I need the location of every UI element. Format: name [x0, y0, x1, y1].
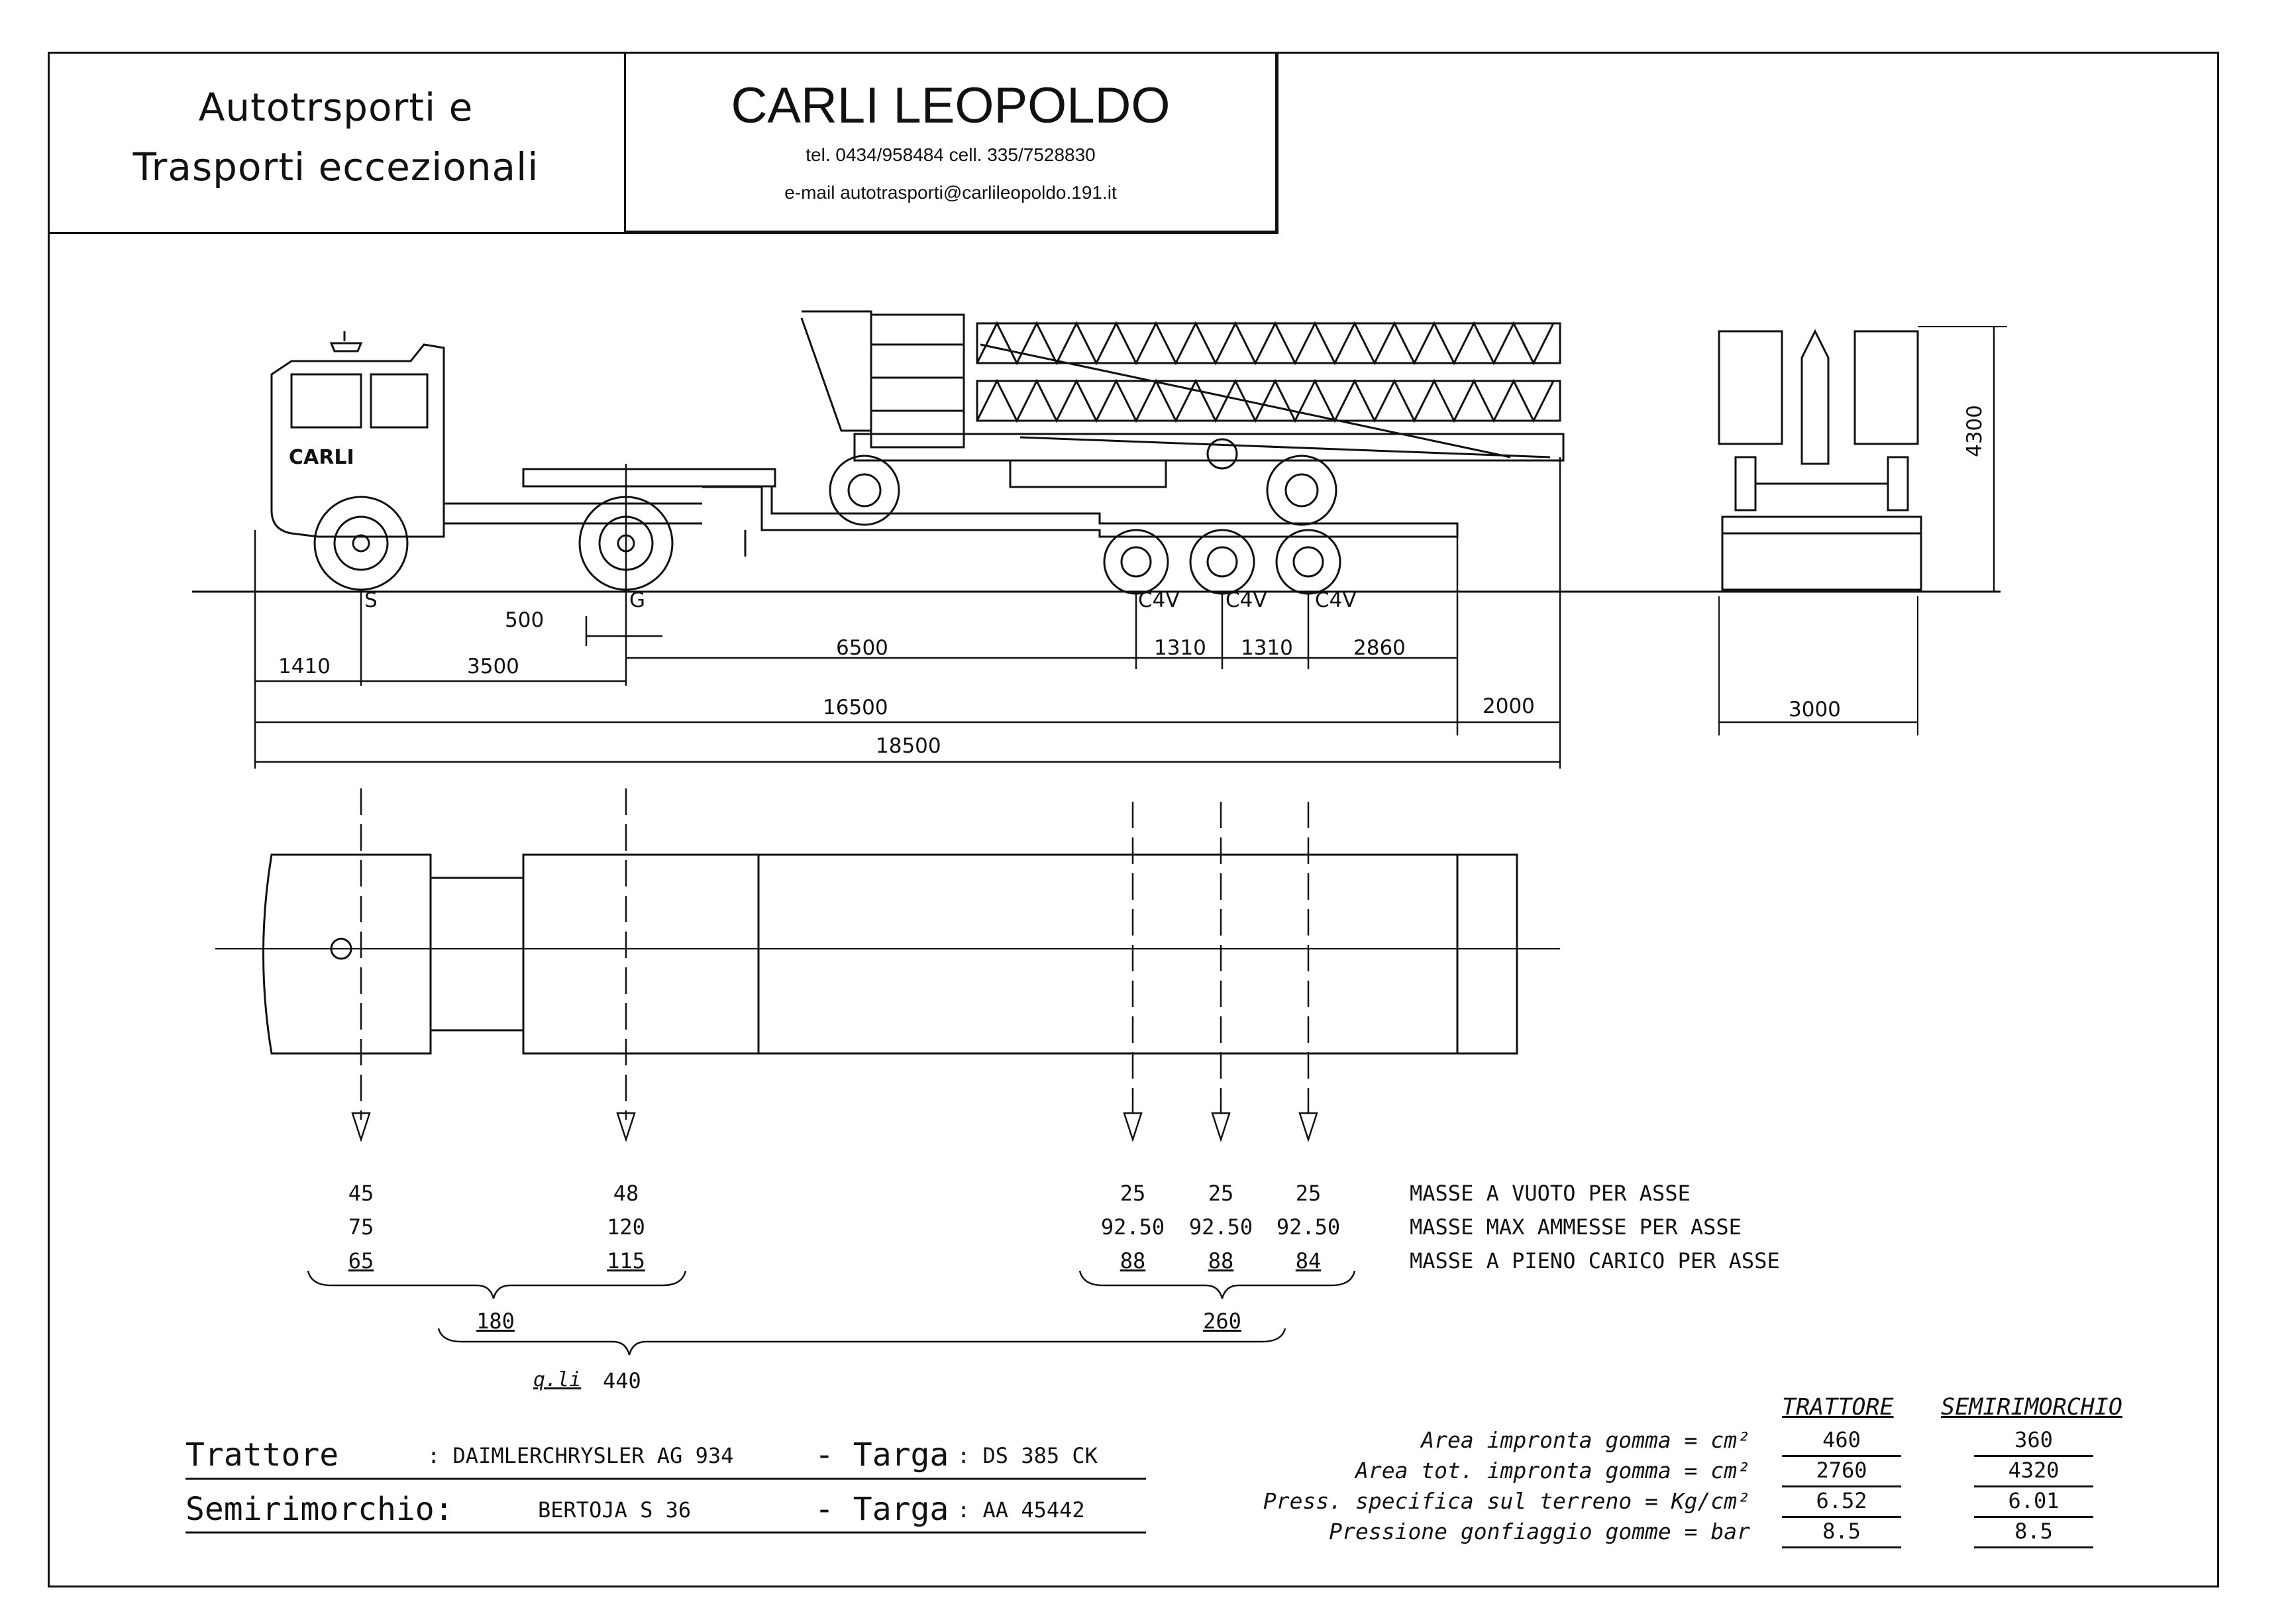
tyre-rule: [1974, 1485, 2093, 1487]
contact-phone: tel. 0434/958484 cell. 335/7528830: [806, 144, 1096, 165]
mass-empty-axle-3: 25: [1120, 1181, 1146, 1206]
company-box: Autotrsporti e Trasporti eccezionali: [48, 52, 626, 234]
dim-3500: 3500: [467, 655, 519, 678]
tyre-rule: [1974, 1546, 2093, 1548]
tyre-trattore-pressure: 6.52: [1816, 1488, 1867, 1513]
contact-email: e-mail autotrasporti@carlileopoldo.191.i…: [784, 182, 1117, 203]
mass-label-full: MASSE A PIENO CARICO PER ASSE: [1410, 1248, 1780, 1273]
mass-full-axle-2: 115: [607, 1248, 645, 1273]
col-head-semirimorchio: SEMIRIMORCHIO: [1941, 1394, 2122, 1421]
tractor-plate: : DS 385 CK: [957, 1443, 1098, 1468]
axle-label-c4v-1: C4V: [1138, 588, 1180, 612]
tyre-rule: [1782, 1485, 1901, 1487]
tyre-semi-area-tot: 4320: [2008, 1458, 2060, 1483]
mass-max-axle-4: 92.50: [1188, 1214, 1253, 1240]
tyre-trattore-inflation: 8.5: [1822, 1519, 1861, 1544]
mass-full-axle-1: 65: [348, 1248, 374, 1273]
mass-total-value: 440: [603, 1368, 641, 1393]
mass-group-tractor: 180: [476, 1309, 515, 1334]
crane-load: [800, 310, 1565, 526]
mass-group-trailer: 260: [1203, 1309, 1241, 1334]
trailer-plate-label: - Targa: [815, 1491, 949, 1528]
dim-2860: 2860: [1353, 636, 1406, 660]
company-line-1: Autotrsporti e: [198, 85, 474, 130]
dim-500: 500: [505, 608, 545, 632]
axle-load-arrows: [351, 788, 1318, 1143]
dim-2000: 2000: [1483, 694, 1535, 718]
plan-view: [215, 853, 1560, 1055]
tyre-label-area-tot: Area tot. impronta gomma = cm²: [1355, 1458, 1750, 1483]
tyre-rule: [1782, 1516, 1901, 1518]
mass-max-axle-1: 75: [348, 1214, 374, 1240]
tractor-label: Trattore: [185, 1436, 339, 1474]
tyre-rule: [1974, 1455, 2093, 1457]
mass-empty-axle-4: 25: [1208, 1181, 1234, 1206]
dim-rear-width: 3000: [1789, 698, 1841, 722]
axle-label-s: S: [364, 588, 378, 612]
tyre-semi-area: 360: [2014, 1427, 2053, 1452]
dim-1310-a: 1310: [1154, 636, 1206, 660]
axle-label-c4v-3: C4V: [1315, 588, 1357, 612]
tyre-label-area: Area impronta gomma = cm²: [1421, 1427, 1750, 1453]
mass-full-axle-5: 84: [1295, 1248, 1322, 1273]
tyre-trattore-area-tot: 2760: [1816, 1458, 1867, 1483]
trailer-side: [702, 486, 1459, 595]
mass-full-axle-3: 88: [1120, 1248, 1146, 1273]
col-head-trattore: TRATTORE: [1782, 1394, 1894, 1421]
dim-rear-height: 4300: [1963, 405, 1987, 457]
axle-label-c4v-2: C4V: [1226, 588, 1267, 612]
tyre-label-pressure-ground: Press. specifica sul terreno = Kg/cm²: [1263, 1488, 1750, 1514]
tyre-rule: [1974, 1516, 2093, 1518]
trailer-model: BERTOJA S 36: [538, 1497, 692, 1523]
mass-empty-axle-2: 48: [613, 1181, 639, 1206]
tractor-plate-label: - Targa: [815, 1436, 949, 1474]
tyre-rule: [1782, 1546, 1901, 1548]
mass-empty-axle-5: 25: [1295, 1181, 1322, 1206]
tyre-trattore-area: 460: [1822, 1427, 1861, 1452]
trailer-plate: : AA 45442: [957, 1497, 1085, 1523]
tyre-rule: [1782, 1455, 1901, 1457]
mass-braces: [307, 1270, 1356, 1356]
mass-empty-axle-1: 45: [348, 1181, 374, 1206]
mass-max-axle-5: 92.50: [1276, 1214, 1341, 1240]
rear-view: [1718, 326, 2007, 735]
mass-total-unit: q.li: [533, 1368, 582, 1391]
mass-full-axle-4: 88: [1208, 1248, 1234, 1273]
tyre-semi-inflation: 8.5: [2014, 1519, 2053, 1544]
brand-box: CARLI LEOPOLDO tel. 0434/958484 cell. 33…: [626, 52, 1278, 234]
dim-6500: 6500: [836, 636, 888, 660]
mass-label-max: MASSE MAX AMMESSE PER ASSE: [1410, 1214, 1742, 1240]
dim-16500: 16500: [823, 696, 888, 720]
dim-1310-b: 1310: [1241, 636, 1293, 660]
mass-label-empty: MASSE A VUOTO PER ASSE: [1410, 1181, 1691, 1206]
axle-label-g: G: [629, 588, 646, 612]
cab-logo: CARLI: [289, 446, 354, 469]
tyre-semi-pressure: 6.01: [2008, 1488, 2060, 1513]
trailer-label: Semirimorchio:: [185, 1491, 454, 1528]
dim-1410: 1410: [278, 655, 331, 678]
tractor-model: : DAIMLERCHRYSLER AG 934: [427, 1443, 734, 1468]
mass-max-axle-2: 120: [607, 1214, 645, 1240]
dim-18500: 18500: [876, 734, 941, 758]
tyre-label-inflation: Pressione gonfiaggio gomme = bar: [1329, 1519, 1750, 1544]
company-line-2: Trasporti eccezionali: [132, 144, 539, 189]
mass-max-axle-3: 92.50: [1100, 1214, 1165, 1240]
brand-name: CARLI LEOPOLDO: [731, 78, 1171, 134]
side-dimensions: [254, 457, 1561, 769]
page-frame: [48, 52, 2219, 1587]
